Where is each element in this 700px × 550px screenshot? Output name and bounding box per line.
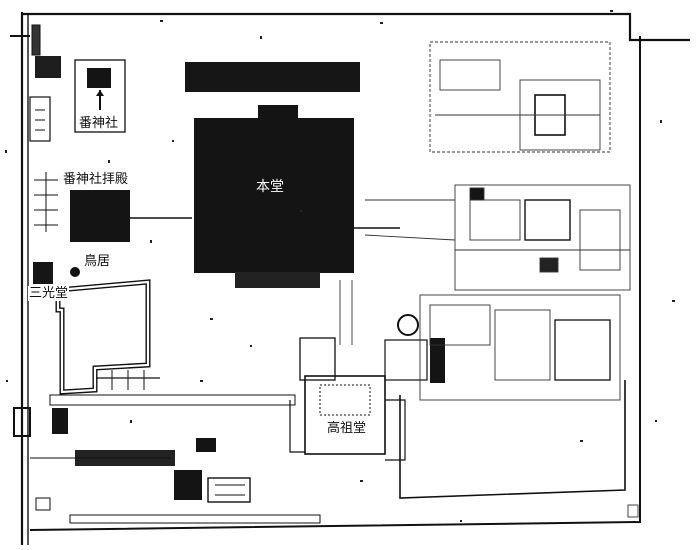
sankodo-complex <box>33 262 160 395</box>
label-torii: 鳥居 <box>83 254 112 269</box>
bancho-haiden-building <box>34 172 192 242</box>
kosodo-building <box>289 337 445 461</box>
east-complex <box>339 41 639 518</box>
label-bancho-shrine: 番神社 <box>78 116 120 131</box>
main-hall-building <box>185 62 400 288</box>
scan-noise <box>5 10 675 522</box>
label-main-hall: 本堂 <box>256 179 284 195</box>
west-gate <box>10 24 41 437</box>
site-boundary <box>20 12 690 545</box>
bancho-shrine-building <box>29 56 126 142</box>
label-sankodo: 三光堂 <box>28 286 70 301</box>
label-kosodo: 高祖堂 <box>326 421 368 436</box>
south-buildings <box>30 394 321 524</box>
label-bancho-haiden: 番神社拝殿 <box>62 172 130 187</box>
